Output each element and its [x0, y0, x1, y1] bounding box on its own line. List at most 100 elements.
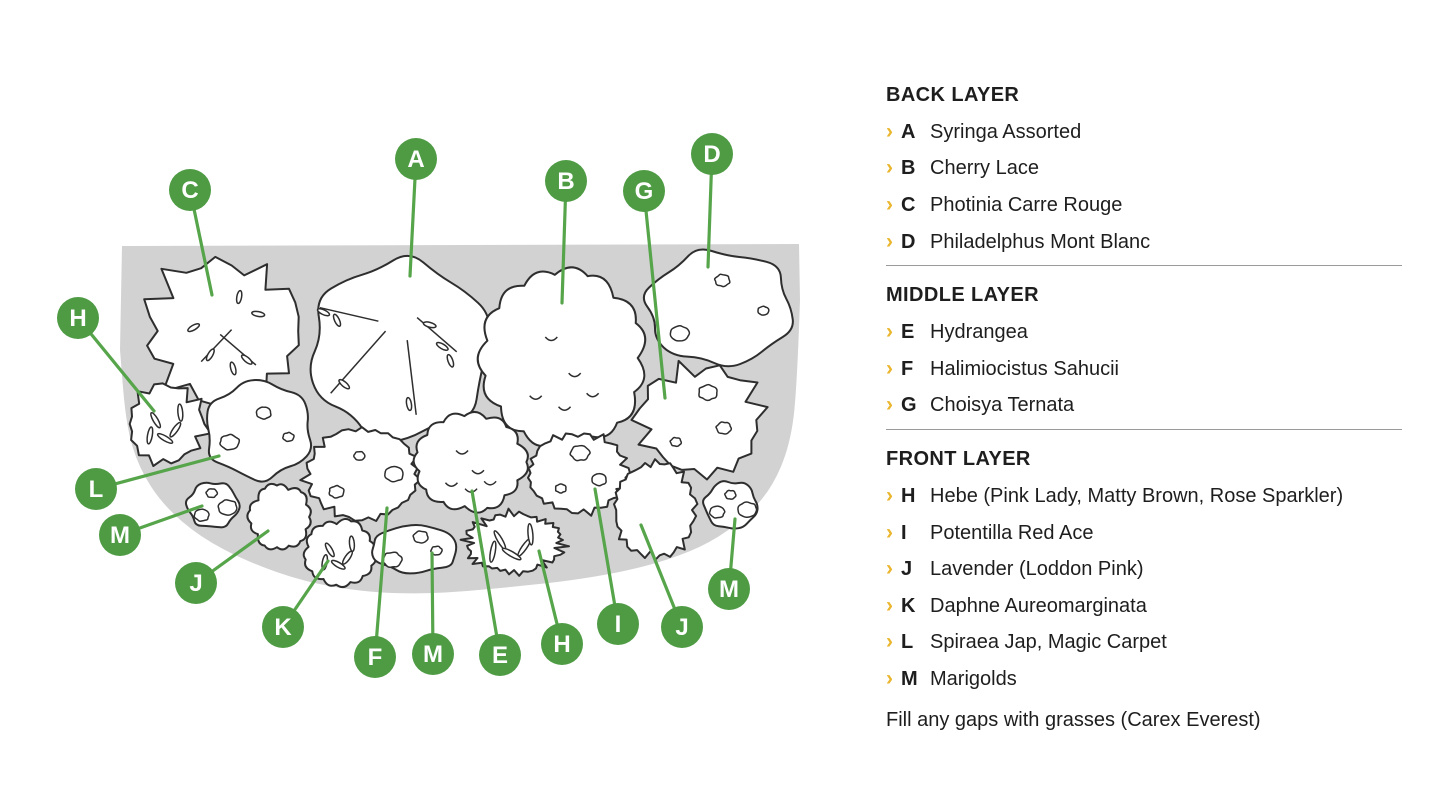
- plant-letter: K: [901, 594, 916, 617]
- leader-line: [94, 454, 221, 491]
- marker-circle: [479, 634, 521, 676]
- section-divider: [886, 265, 1402, 267]
- plant-letter: L: [901, 631, 914, 654]
- plant-letter: H: [901, 484, 916, 507]
- plant-name: Hebe (Pink Lady, Matty Brown, Rose Spark…: [930, 484, 1344, 507]
- marker-circle: [623, 170, 665, 212]
- marker-circle: [691, 133, 733, 175]
- marker-circle: [597, 603, 639, 645]
- legend-item-d: › D Philadelphus Mont Blanc: [886, 224, 1426, 261]
- marker-circle: [262, 606, 304, 648]
- marker-letter: B: [557, 168, 574, 195]
- marker-h-13: H: [537, 549, 583, 665]
- plant-name: Syringa Assorted: [930, 120, 1082, 143]
- marker-e-12: E: [470, 489, 521, 676]
- marker-letter: M: [423, 641, 443, 668]
- marker-letter: K: [274, 614, 292, 641]
- chevron-icon: ›: [886, 156, 893, 180]
- plant-b: [476, 266, 647, 449]
- marker-letter: F: [368, 644, 383, 671]
- marker-letter: A: [407, 146, 424, 173]
- marker-f-10: F: [354, 506, 396, 678]
- plant-name: Potentilla Red Ace: [930, 521, 1094, 544]
- marker-circle: [175, 562, 217, 604]
- plant-l: [206, 379, 313, 483]
- marker-circle: [57, 297, 99, 339]
- plant-name: Philadelphus Mont Blanc: [930, 230, 1151, 253]
- plant-letter: B: [901, 157, 916, 180]
- section-divider: [886, 429, 1402, 431]
- marker-m-11: M: [412, 551, 454, 675]
- plant-letter: I: [901, 521, 907, 544]
- marker-c-0: C: [169, 169, 214, 297]
- marker-circle: [169, 169, 211, 211]
- marker-m-7: M: [99, 504, 204, 556]
- gaps-note: Fill any gaps with grasses (Carex Everes…: [886, 708, 1261, 731]
- chevron-icon: ›: [886, 119, 893, 143]
- plant-name: Marigolds: [930, 667, 1017, 690]
- plant-name: Halimiocistus Sahucii: [930, 357, 1119, 380]
- marker-letter: G: [635, 178, 654, 205]
- leader-line: [593, 487, 620, 626]
- plant-letter: E: [901, 321, 915, 344]
- marker-k-9: K: [262, 559, 330, 648]
- leader-line: [642, 189, 667, 400]
- marker-circle: [99, 514, 141, 556]
- marker-letter: J: [189, 570, 202, 597]
- legend-item-g: › G Choisya Ternata: [886, 388, 1426, 425]
- chevron-icon: ›: [886, 356, 893, 380]
- plant-letter: A: [901, 120, 916, 143]
- marker-letter: I: [615, 611, 622, 638]
- plant-name: Photinia Carre Rouge: [930, 193, 1123, 216]
- plant-c: [143, 255, 300, 407]
- layer-heading-2: FRONT LAYER: [886, 448, 1031, 471]
- plant-a: [309, 254, 491, 444]
- marker-g-3: G: [623, 170, 667, 400]
- marker-circle: [708, 568, 750, 610]
- marker-letter: M: [719, 576, 739, 603]
- marker-circle: [75, 468, 117, 510]
- legend-item-k: › K Daphne Aureomarginata: [886, 588, 1426, 625]
- chevron-icon: ›: [886, 393, 893, 417]
- marker-letter: J: [675, 614, 688, 641]
- chevron-icon: ›: [886, 666, 893, 690]
- plant-letter: C: [901, 193, 916, 216]
- marker-d-4: D: [691, 133, 733, 269]
- marker-circle: [412, 633, 454, 675]
- leader-line: [470, 489, 502, 657]
- marker-m-16: M: [708, 517, 750, 610]
- chevron-icon: ›: [886, 229, 893, 253]
- plant-name: Choisya Ternata: [930, 394, 1075, 417]
- leader-line: [373, 506, 389, 659]
- plant-letter: F: [901, 357, 914, 380]
- layer-heading-0: BACK LAYER: [886, 84, 1020, 106]
- marker-circle: [545, 160, 587, 202]
- marker-letter: L: [89, 476, 104, 503]
- plant-name: Hydrangea: [930, 321, 1028, 344]
- marker-letter: D: [703, 141, 720, 168]
- plant-m1: [184, 481, 241, 529]
- marker-h-5: H: [57, 297, 156, 413]
- plant-name: Daphne Aureomarginata: [930, 594, 1147, 617]
- plant-i: [527, 432, 631, 517]
- legend-item-a: › A Syringa Assorted: [886, 114, 1426, 151]
- chevron-icon: ›: [886, 630, 893, 654]
- marker-j-15: J: [639, 523, 703, 648]
- plant-letter: G: [901, 394, 917, 417]
- marker-circle: [395, 138, 437, 180]
- chevron-icon: ›: [886, 320, 893, 344]
- marker-l-6: L: [75, 454, 221, 510]
- legend-item-f: › F Halimiocistus Sahucii: [886, 351, 1426, 388]
- chevron-icon: ›: [886, 593, 893, 617]
- plant-letter: D: [901, 230, 916, 253]
- plant-d: [642, 248, 794, 368]
- layer-heading-1: MIDDLE LAYER: [886, 284, 1039, 307]
